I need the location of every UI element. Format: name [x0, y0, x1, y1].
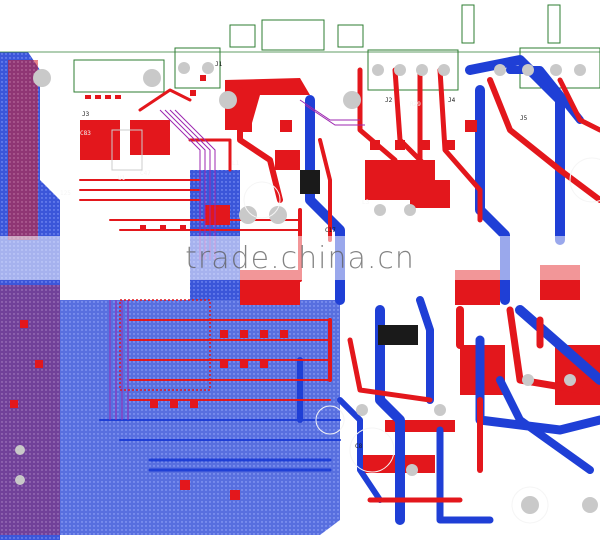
label-l1: L1: [232, 160, 240, 167]
label-c47: C47: [140, 170, 151, 177]
label-r29: R29: [410, 101, 421, 108]
smd-pads: [10, 75, 477, 500]
label-u1: U1: [118, 175, 126, 182]
label-c17: C17: [325, 227, 336, 234]
top-copper-traces: [79, 67, 600, 503]
label-c83: C83: [80, 130, 91, 137]
watermark-text: trade.china.cn: [185, 240, 415, 276]
connector-pads: [15, 62, 598, 514]
label-j5: J5: [520, 115, 528, 122]
label-j2: J2: [385, 97, 393, 104]
label-j4: J4: [448, 97, 456, 104]
label-l3: L3: [362, 199, 370, 206]
label-125: 125: [60, 190, 71, 197]
ground-pour-bottom: [60, 300, 340, 535]
ic-footprints: [111, 129, 418, 391]
label-c8: C8: [355, 443, 363, 450]
signal-bus-traces: [109, 99, 365, 420]
watermark-band: trade.china.cn: [0, 236, 600, 280]
label-j3: J3: [82, 111, 90, 118]
label-j1: J1: [215, 61, 223, 68]
capacitor-outlines: [243, 157, 600, 524]
